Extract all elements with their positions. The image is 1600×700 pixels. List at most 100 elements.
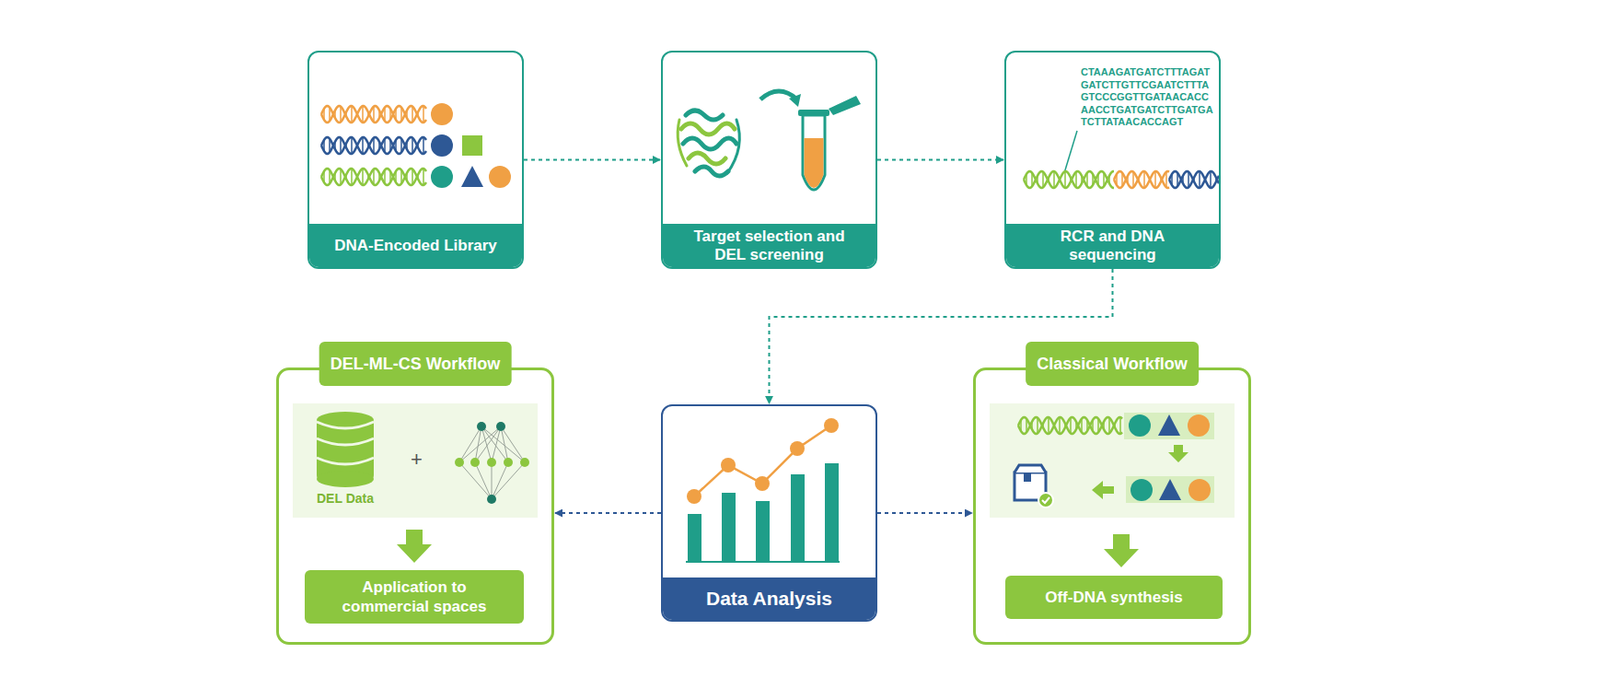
- helix-rung: [378, 173, 381, 181]
- helix-rung: [394, 171, 397, 183]
- helix-rung: [1075, 421, 1078, 429]
- helix-rung: [1025, 418, 1028, 433]
- helix-rung: [1031, 173, 1033, 187]
- helix-rung: [1198, 171, 1201, 188]
- helix-rung: [1097, 173, 1100, 186]
- analysis-card: Data Analysis: [660, 404, 878, 622]
- helix-strand: [321, 168, 427, 186]
- helix-rung: [1042, 172, 1044, 188]
- left-arrow: [1091, 480, 1114, 499]
- molecule-circle: [1187, 414, 1210, 437]
- helix-rung: [1025, 173, 1028, 186]
- helix-rung: [389, 171, 392, 183]
- net-node: [503, 457, 513, 467]
- sequence-text: GATCTTGTTCGAATCTTTA: [1080, 79, 1209, 93]
- helix-rung: [417, 174, 419, 179]
- helix-rung: [400, 170, 403, 185]
- helix-rung: [1020, 419, 1022, 431]
- molecule-circle: [430, 165, 453, 188]
- net-node: [454, 457, 464, 467]
- helix-rung: [1108, 175, 1111, 184]
- helix-rung: [1115, 173, 1118, 186]
- helix-rung: [417, 112, 419, 116]
- package-icon: [1014, 464, 1054, 508]
- molecule-triangle: [461, 165, 484, 187]
- process-box: Application to commercial spaces: [304, 569, 524, 624]
- highlight: [1124, 412, 1215, 440]
- helix-rung: [378, 110, 381, 118]
- helix-rung: [1154, 171, 1157, 188]
- helix-rung: [339, 169, 342, 186]
- helix-rung: [345, 143, 348, 148]
- helix-rung: [400, 107, 403, 122]
- helix-rung: [405, 141, 408, 150]
- helix-rung: [1113, 423, 1116, 428]
- helix-strand: [321, 137, 427, 154]
- node-label: RCR and DNA sequencing: [1006, 223, 1219, 267]
- helix-rung: [1119, 417, 1122, 434]
- helix-rung: [323, 139, 325, 151]
- helix-rung: [372, 169, 375, 186]
- helix-rung: [334, 173, 337, 181]
- helix-rung: [1091, 419, 1094, 431]
- helix-rung: [1182, 175, 1184, 184]
- helix-rung: [422, 105, 425, 123]
- helix-rung: [361, 137, 364, 154]
- helix-rung: [394, 139, 397, 151]
- helix-rung: [1047, 177, 1050, 182]
- helix-rung: [405, 110, 408, 118]
- helix-rung: [367, 174, 370, 179]
- down-arrow: [1103, 533, 1139, 568]
- net-node: [470, 457, 480, 467]
- net-link: [481, 426, 492, 463]
- net-link: [475, 462, 492, 499]
- helix-strand: [1018, 417, 1123, 434]
- panel: [292, 403, 538, 518]
- molecule-circle: [1128, 414, 1151, 437]
- helix-rung: [1036, 417, 1039, 434]
- sequence-text: GTCCCGGTTGATAACACC: [1080, 91, 1209, 105]
- helix-rung: [323, 171, 325, 183]
- helix-rung: [328, 170, 331, 185]
- node-label: DNA-Encoded Library: [309, 223, 522, 267]
- helix-rung: [1126, 175, 1129, 184]
- helix-rung: [1080, 175, 1083, 184]
- helix-rung: [1086, 419, 1089, 431]
- helix-rung: [1209, 171, 1212, 188]
- helix-rung: [372, 106, 375, 123]
- helix-rung: [378, 141, 381, 150]
- helix-strand: [321, 105, 427, 123]
- helix-rung: [1036, 175, 1039, 184]
- helix-rung: [1064, 423, 1067, 428]
- node-label: Target selection and DEL screening: [662, 223, 876, 267]
- helix-strand: [1023, 171, 1114, 188]
- net-link: [491, 462, 509, 499]
- helix-rung: [1042, 423, 1044, 428]
- step-card: Target selection and DEL screening: [660, 50, 878, 269]
- helix-rung: [345, 112, 348, 116]
- helix-rung: [411, 138, 414, 154]
- molecule-circle: [430, 103, 453, 126]
- icon-caption: DEL Data: [303, 490, 387, 506]
- net-node: [520, 457, 530, 467]
- helix-rung: [417, 143, 419, 148]
- transfer-arrow: [788, 93, 801, 107]
- helix-rung: [1187, 172, 1190, 188]
- helix-rung: [350, 105, 353, 123]
- helix-strand: [321, 168, 427, 186]
- helix-strand: [1169, 171, 1219, 188]
- helix-rung: [1215, 177, 1218, 182]
- helix-rung: [383, 139, 386, 153]
- molecule-circle: [1188, 478, 1211, 501]
- sequence-text: CTAAAGATGATCTTTAGAT: [1080, 66, 1210, 80]
- neural-net: [454, 421, 530, 504]
- helix-rung: [1165, 172, 1168, 188]
- helix-rung: [411, 106, 414, 123]
- protein: [677, 110, 740, 176]
- net-node: [486, 494, 497, 504]
- helix-rung: [1159, 177, 1162, 182]
- down-arrow: [1168, 444, 1189, 463]
- flow-arrow: [877, 511, 973, 514]
- helix-strand: [321, 137, 427, 154]
- helix-rung: [339, 138, 342, 154]
